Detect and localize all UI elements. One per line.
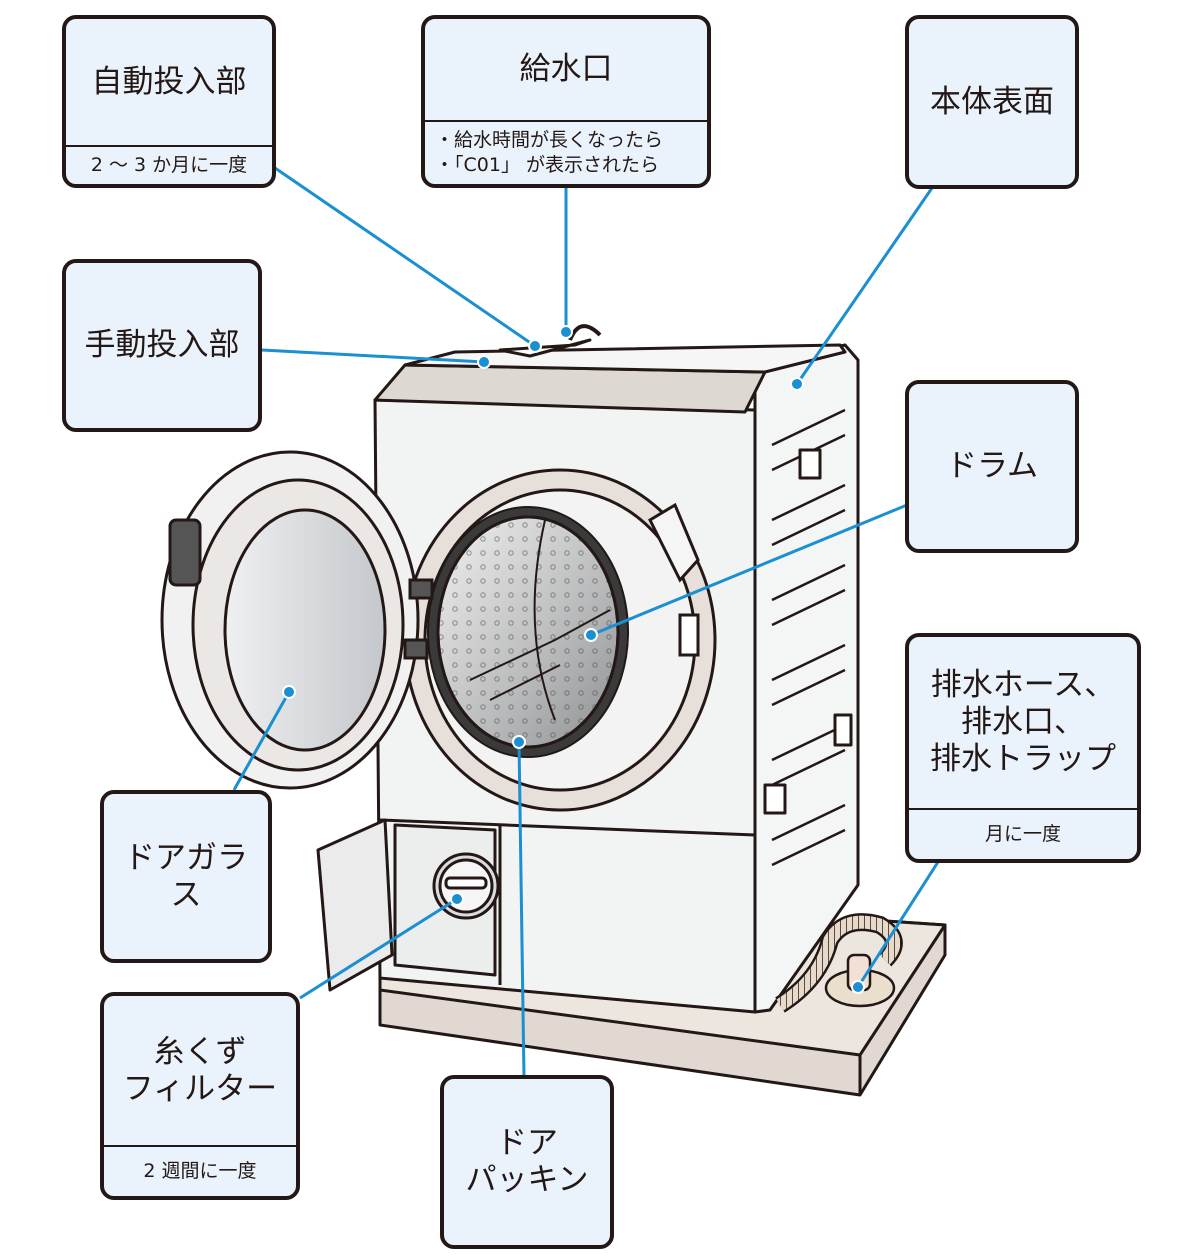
label-frequency: 2 週間に一度 [104, 1145, 296, 1196]
filter-compartment [316, 818, 500, 992]
drum-opening [403, 468, 717, 812]
label-door-glass: ドアガラス [100, 790, 272, 963]
leader-door-glass [232, 691, 291, 791]
leader-lines [232, 166, 940, 1078]
label-title: ドア パッキン [444, 1079, 610, 1245]
label-door-gasket: ドア パッキン [440, 1075, 614, 1249]
label-manual-dispenser: 手動投入部 [62, 259, 262, 432]
label-frequency: 2 ～ 3 か月に一度 [66, 145, 272, 184]
leader-dot [450, 892, 464, 906]
label-auto-dispenser: 自動投入部 2 ～ 3 か月に一度 [62, 15, 276, 188]
leader-dot [512, 735, 526, 749]
label-title: 自動投入部 [91, 63, 247, 100]
leader-auto-dispenser [274, 166, 536, 348]
label-title: 本体表面 [930, 83, 1054, 120]
leader-dot [584, 628, 598, 642]
title-line: 排水口、 [961, 704, 1085, 740]
label-drain-parts: 排水ホース、 排水口、 排水トラップ 月に一度 [905, 633, 1141, 863]
leader-body-surface [795, 187, 934, 385]
label-title: ドラム [945, 448, 1039, 484]
label-title: 手動投入部 [84, 327, 240, 363]
label-frequency: 月に一度 [909, 808, 1137, 859]
label-title: 給水口 [519, 51, 613, 87]
label-lint-filter: 糸くず フィルター 2 週間に一度 [100, 992, 300, 1200]
title-line: 排水ホース、 [930, 667, 1116, 703]
leader-dot [790, 377, 804, 391]
title-line: フィルター [122, 1070, 278, 1107]
machine-side [753, 343, 860, 1014]
leader-drain-parts [856, 861, 940, 988]
label-title: ドアガラス [124, 839, 248, 913]
label-drum: ドラム [905, 380, 1079, 553]
label-conditions: ・給水時間が長くなったら ・「C01」 が表示されたら [425, 120, 707, 184]
title-line: 糸くず [153, 1033, 247, 1070]
label-water-inlet: 給水口 ・給水時間が長くなったら ・「C01」 が表示されたら [421, 15, 711, 188]
title-line: パッキン [465, 1162, 589, 1198]
leader-dot [528, 339, 542, 353]
condition-item: ・「C01」 が表示されたら [435, 154, 659, 176]
open-door [160, 450, 434, 790]
leader-dot [851, 980, 865, 994]
label-title: 糸くず フィルター [104, 996, 296, 1145]
leader-dot [559, 325, 573, 339]
leader-manual-dispenser [261, 348, 485, 364]
leader-lint-filter [299, 897, 458, 1000]
leader-dot [477, 355, 491, 369]
label-body-surface: 本体表面 [905, 15, 1079, 189]
title-line: 排水トラップ [930, 741, 1116, 777]
leader-dot [282, 685, 296, 699]
leader-drum [590, 503, 908, 637]
leader-door-gasket [517, 741, 526, 1078]
label-title: 排水ホース、 排水口、 排水トラップ [909, 637, 1137, 808]
title-line: ドア [495, 1125, 558, 1161]
condition-item: ・給水時間が長くなったら [435, 129, 664, 151]
